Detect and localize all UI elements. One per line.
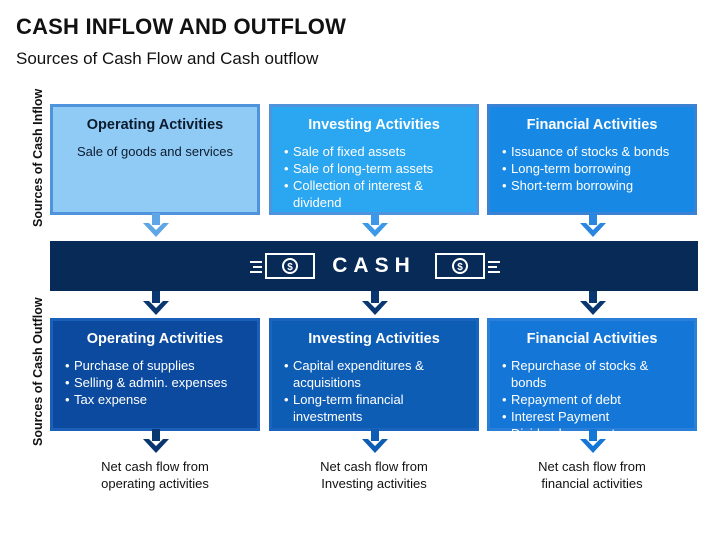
list-item: Issuance of stocks & bonds xyxy=(502,143,682,160)
outflow-financial-title: Financial Activities xyxy=(526,331,658,347)
outflow-investing-title: Investing Activities xyxy=(308,331,440,347)
list-item: Collection of interest & dividend xyxy=(284,177,464,211)
inflow-operating-text: Sale of goods and services xyxy=(76,144,234,159)
inflow-side-label: Sources of Cash Inflow xyxy=(31,88,45,227)
outflow-side-label: Sources of Cash Outflow xyxy=(31,297,45,446)
page-title: CASH INFLOW AND OUTFLOW xyxy=(16,14,347,39)
financial-result: Net cash flow from financial activities xyxy=(487,458,697,492)
inflow-financial-box: Financial Activities Issuance of stocks … xyxy=(487,104,697,215)
list-item: Repurchase of stocks & bonds xyxy=(502,357,682,391)
investing-result: Net cash flow from Investing activities xyxy=(269,458,479,492)
inflow-investing-box: Investing Activities Sale of fixed asset… xyxy=(269,104,479,215)
cash-label: CASH xyxy=(332,254,416,277)
arrow-down-icon xyxy=(580,429,606,453)
cash-bar: $ CASH $ xyxy=(50,241,698,291)
operating-result: Net cash flow from operating activities xyxy=(50,458,260,492)
arrow-down-icon xyxy=(143,291,169,315)
list-item: Purchase of supplies xyxy=(65,357,245,374)
outflow-operating-box: Operating Activities Purchase of supplie… xyxy=(50,318,260,431)
arrow-down-icon xyxy=(362,429,388,453)
arrow-down-icon xyxy=(362,213,388,237)
list-item: Sale of fixed assets xyxy=(284,143,464,160)
arrow-down-icon xyxy=(362,291,388,315)
list-item: Short-term borrowing xyxy=(502,177,682,194)
inflow-operating-title: Operating Activities xyxy=(86,117,224,133)
result-line: Investing activities xyxy=(321,476,427,491)
arrow-down-icon xyxy=(143,429,169,453)
list-item: Long-term borrowing xyxy=(502,160,682,177)
outflow-operating-title: Operating Activities xyxy=(86,331,224,347)
result-line: Net cash flow from xyxy=(101,459,209,474)
result-line: financial activities xyxy=(541,476,643,491)
inflow-investing-title: Investing Activities xyxy=(308,117,440,133)
list-item: Sale of long-term assets xyxy=(284,160,464,177)
list-item: Tax expense xyxy=(65,391,245,408)
svg-text:$: $ xyxy=(287,262,293,273)
list-item: Capital expenditures & acquisitions xyxy=(284,357,464,391)
arrow-down-icon xyxy=(580,291,606,315)
money-bill-icon: $ xyxy=(435,253,500,279)
list-item: Long-term financial investments xyxy=(284,391,464,425)
list-item: Selling & admin. expenses xyxy=(65,374,245,391)
arrow-down-icon xyxy=(580,213,606,237)
outflow-investing-box: Investing Activities Capital expenditure… xyxy=(269,318,479,431)
arrow-down-icon xyxy=(143,213,169,237)
svg-text:$: $ xyxy=(457,262,463,273)
result-line: Net cash flow from xyxy=(320,459,428,474)
list-item: Repayment of debt xyxy=(502,391,682,408)
outflow-financial-box: Financial Activities Repurchase of stock… xyxy=(487,318,697,442)
result-line: operating activities xyxy=(101,476,209,491)
result-line: Net cash flow from xyxy=(538,459,646,474)
inflow-financial-title: Financial Activities xyxy=(526,117,658,133)
money-bill-icon: $ xyxy=(250,253,315,279)
list-item: Interest Payment xyxy=(502,408,682,425)
page-subtitle: Sources of Cash Flow and Cash outflow xyxy=(16,49,319,68)
inflow-operating-box: Operating Activities Sale of goods and s… xyxy=(50,104,260,215)
